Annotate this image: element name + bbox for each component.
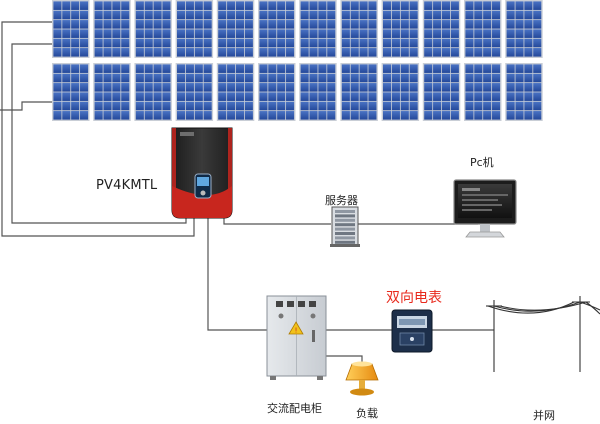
dc-wire-top — [1, 21, 195, 237]
pc-device — [453, 179, 517, 238]
load-lamp-device — [345, 361, 379, 396]
server-slot — [335, 210, 355, 213]
solar-panel — [52, 63, 90, 121]
grid-label: 并网 — [533, 409, 555, 422]
solar-panel — [258, 63, 296, 121]
pc-label: Pc机 — [470, 156, 494, 169]
dc-wire-middle — [11, 43, 187, 224]
solar-panel — [464, 63, 502, 121]
server-label: 服务器 — [325, 194, 358, 207]
dc-wire-bottom — [0, 101, 52, 111]
solar-panel — [505, 0, 543, 58]
solar-panel — [381, 63, 420, 121]
solar-panel — [505, 63, 543, 121]
ac-cabinet-label: 交流配电柜 — [267, 402, 322, 415]
server-slot — [335, 227, 355, 231]
inverter-label: PV4KMTL — [96, 178, 158, 193]
grid-power-lines — [486, 296, 600, 372]
server-slot — [335, 236, 355, 240]
solar-panel — [134, 0, 172, 58]
server-slot — [335, 223, 355, 227]
solar-panel — [299, 0, 337, 58]
solar-panel — [93, 0, 131, 58]
solar-panel — [340, 63, 378, 121]
solar-panel — [175, 63, 214, 121]
solar-panel-array — [52, 0, 543, 121]
server-slot — [335, 214, 355, 218]
server-slot — [335, 240, 355, 244]
solar-panel — [422, 0, 461, 58]
load-label: 负载 — [356, 407, 378, 420]
server-slot — [335, 232, 355, 235]
solar-panel — [422, 63, 461, 121]
bidirectional-meter-device — [391, 309, 433, 353]
ac-cabinet-device: ! — [266, 295, 327, 380]
inverter-device — [171, 127, 233, 219]
solar-panel — [464, 0, 502, 58]
server-slot — [335, 218, 355, 222]
bidirectional-meter-label: 双向电表 — [386, 290, 442, 306]
svg-text:!: ! — [295, 327, 298, 335]
server-device — [330, 206, 360, 247]
solar-panel — [134, 63, 172, 121]
solar-panel — [216, 63, 255, 121]
solar-panel — [175, 0, 214, 58]
solar-panel — [258, 0, 296, 58]
solar-panel — [299, 63, 337, 121]
ac-wire-cabinet — [207, 216, 267, 331]
comm-wire-server — [223, 212, 331, 225]
solar-panel — [52, 0, 90, 58]
solar-panel — [381, 0, 420, 58]
solar-panel — [93, 63, 131, 121]
solar-panel — [340, 0, 378, 58]
solar-panel — [216, 0, 255, 58]
